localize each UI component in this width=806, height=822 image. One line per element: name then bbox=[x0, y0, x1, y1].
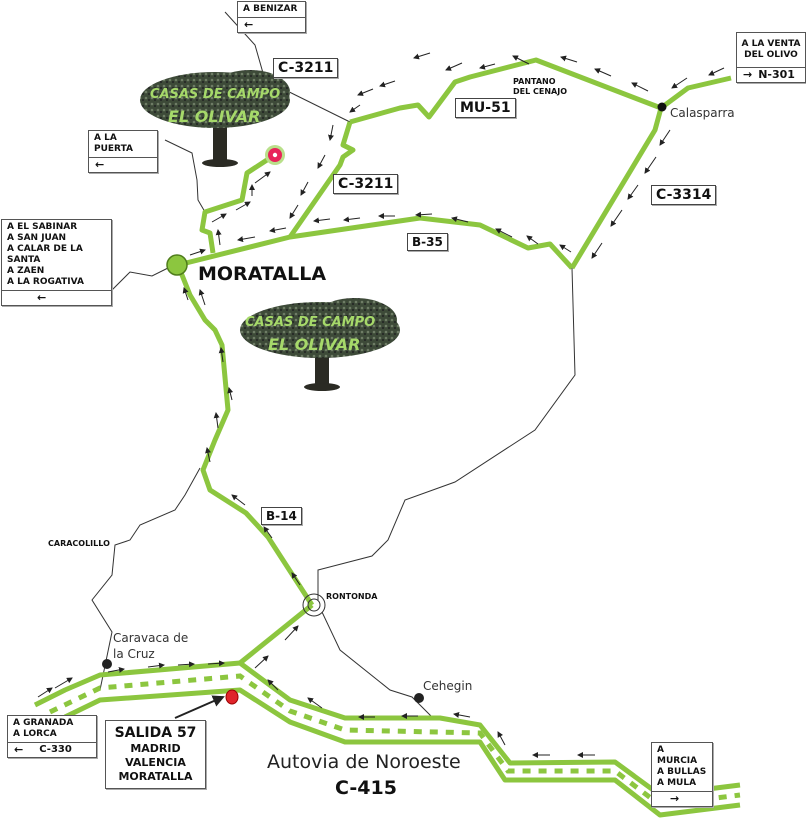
sign-venta-del-olivo: A LA VENTA DEL OLIVO → N-301 bbox=[736, 32, 806, 83]
logo-text-mid-1: CASAS DE CAMPO bbox=[245, 315, 375, 330]
arrow-right-icon: → bbox=[670, 792, 680, 805]
road-mu51 bbox=[349, 57, 662, 125]
road-code: N-301 bbox=[758, 68, 795, 81]
place-caravaca: Caravaca de la Cruz bbox=[113, 630, 188, 662]
arrow-left-icon: ← bbox=[95, 158, 105, 171]
road-label-c3314: C-3314 bbox=[651, 185, 717, 205]
road-label-b35: B-35 bbox=[407, 233, 448, 251]
sign-la-puerta: A LA PUERTA ← bbox=[88, 130, 158, 173]
sign-text: A EL SABINAR bbox=[7, 222, 78, 232]
destination-pin-icon bbox=[265, 145, 285, 165]
moratalla-node bbox=[166, 254, 188, 276]
exit-arrow bbox=[174, 695, 225, 719]
sign-granada-lorca: A GRANADA A LORCA ← C-330 bbox=[7, 715, 97, 758]
road-b35 bbox=[177, 215, 574, 270]
roads bbox=[33, 57, 741, 818]
sign-text: MADRID bbox=[130, 742, 181, 755]
arrow-left-icon: ← bbox=[37, 291, 47, 304]
road-b14 bbox=[175, 264, 315, 607]
sign-text: A LA ROGATIVA bbox=[7, 277, 84, 287]
sign-text: DEL OLIVO bbox=[744, 50, 798, 60]
tree-logo-top bbox=[140, 70, 290, 167]
sign-text: A MULA bbox=[657, 778, 697, 788]
sign-text: A LORCA bbox=[13, 729, 57, 739]
road-autovia-north bbox=[33, 660, 741, 798]
arrow-left-icon: ← bbox=[244, 18, 254, 31]
highway-code: C-415 bbox=[335, 777, 397, 799]
calasparra-dot bbox=[657, 102, 667, 112]
road-label-c3211: C-3211 bbox=[333, 174, 399, 194]
sign-el-sabinar: A EL SABINAR A SAN JUAN A CALAR DE LA SA… bbox=[1, 219, 112, 306]
sign-text: A GRANADA bbox=[13, 718, 74, 728]
arrow-right-icon: → bbox=[743, 68, 753, 81]
place-text: Caravaca de bbox=[113, 631, 189, 645]
road-label-mu51: MU-51 bbox=[455, 98, 516, 118]
road-label-c3211: C-3211 bbox=[273, 58, 339, 78]
road-label-b14: B-14 bbox=[261, 507, 302, 525]
sign-text: A SAN JUAN bbox=[7, 233, 67, 243]
logo-text-top-1: CASAS DE CAMPO bbox=[150, 87, 280, 102]
sign-text: A MURCIA bbox=[657, 745, 698, 766]
direction-arrows bbox=[37, 52, 725, 758]
logo-text-top-2: EL OLIVAR bbox=[168, 107, 260, 126]
place-pantano: PANTANO DEL CENAJO bbox=[513, 77, 567, 97]
sign-text: A BENIZAR bbox=[243, 4, 298, 14]
road-autovia-south bbox=[63, 687, 741, 818]
highway-name: Autovia de Noroeste bbox=[267, 751, 461, 773]
sign-text: A CALAR DE LA SANTA bbox=[7, 244, 83, 265]
place-moratalla: MORATALLA bbox=[198, 263, 327, 285]
place-rontonda: RONTONDA bbox=[326, 592, 378, 601]
boundary-lines bbox=[39, 11, 576, 718]
place-text: la Cruz bbox=[113, 647, 155, 661]
sign-text: MORATALLA bbox=[118, 770, 193, 783]
road-c3314 bbox=[569, 107, 664, 270]
sign-salida-57: SALIDA 57 MADRID VALENCIA MORATALLA bbox=[105, 720, 206, 789]
caravaca-dot bbox=[102, 659, 112, 669]
road-c3211 bbox=[287, 121, 356, 239]
sign-murcia: A MURCIA A BULLAS A MULA → bbox=[651, 742, 713, 807]
cehegin-dot bbox=[414, 693, 424, 703]
exit-number: SALIDA 57 bbox=[114, 725, 197, 741]
rontonda-roundabout bbox=[302, 593, 326, 617]
road-code: C-330 bbox=[39, 744, 72, 755]
place-cehegin: Cehegin bbox=[423, 679, 473, 693]
road-el-olivar bbox=[199, 155, 272, 254]
place-calasparra: Calasparra bbox=[670, 106, 735, 120]
sign-benizar: A BENIZAR ← bbox=[237, 1, 306, 33]
logo-text-mid-2: EL OLIVAR bbox=[268, 335, 360, 354]
place-caracolillo: CARACOLILLO bbox=[48, 539, 110, 548]
sign-text: VALENCIA bbox=[125, 756, 186, 769]
sign-text: A ZAEN bbox=[7, 266, 45, 276]
sign-text: A BULLAS bbox=[657, 767, 707, 777]
sign-text: A LA PUERTA bbox=[94, 133, 133, 154]
sign-text: A LA VENTA bbox=[741, 39, 801, 49]
tree-logo-middle bbox=[240, 298, 400, 391]
place-text: DEL CENAJO bbox=[513, 87, 567, 96]
place-text: PANTANO bbox=[513, 77, 556, 86]
exit-red-dot bbox=[225, 689, 239, 705]
road-n301 bbox=[659, 75, 732, 111]
arrow-left-icon: ← bbox=[14, 743, 24, 756]
road-to-rontonda bbox=[238, 603, 314, 665]
